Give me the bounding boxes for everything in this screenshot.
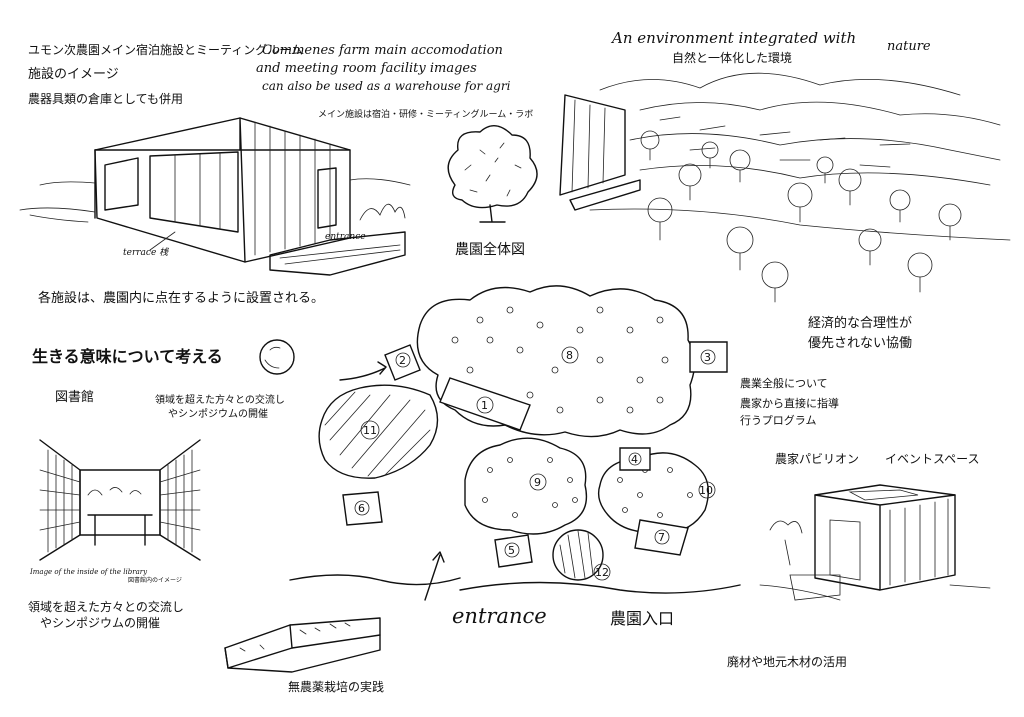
library-title: 図書館: [55, 390, 95, 405]
economic-line1: 経済的な合理性が: [808, 316, 913, 331]
entrance-jp: 農園入口: [610, 609, 675, 628]
agri-program-line3: 行うプログラム: [740, 414, 817, 427]
plan-label-12: 12: [595, 566, 609, 579]
symposium-bottom-line1: 領域を超えた方々との交流し: [28, 600, 184, 614]
accommodation-en-line2: and meeting room facility images: [256, 61, 477, 76]
plan-label-10: 10: [699, 484, 713, 497]
event-space-title: イベントスペース: [885, 452, 980, 466]
orchard-landscape-icon: [559, 72, 1011, 303]
agri-program-line2: 農家から直接に指導: [740, 397, 839, 410]
accommodation-en-line1: Commenes farm main accomodation: [262, 43, 503, 58]
accommodation-title-jp: ユモン次農園メイン宿泊施設とミーティングルーム: [28, 43, 303, 57]
north-arrow-icon: [424, 551, 445, 601]
library-caption-jp: 図書館内のイメージ: [128, 577, 182, 584]
warehouse-jp: 農器具類の倉庫としても併用: [28, 92, 184, 106]
organic-practice: 無農薬栽培の実践: [288, 680, 385, 694]
facility-image-jp: 施設のイメージ: [28, 67, 119, 82]
entrance-en: entrance: [452, 604, 547, 628]
timber-usage: 廃材や地元木材の活用: [727, 655, 848, 669]
plan-label-11: 11: [363, 424, 377, 437]
planter-box-icon: [224, 617, 381, 673]
symposium-bottom-line2: やシンポジウムの開催: [40, 616, 161, 630]
pavilion-title: 農家パビリオン: [775, 452, 860, 466]
plan-label-4: 4: [631, 453, 638, 466]
symposium-line1: 領域を超えた方々との交流し: [155, 395, 285, 406]
site-plan: 2 3 8 1 4 6 5 7 9 10 11 12: [289, 285, 741, 594]
library-caption-en: Image of the inside of the library: [30, 568, 148, 576]
building-sketch-icon: [19, 117, 411, 276]
plan-label-8: 8: [566, 349, 573, 362]
meaning-of-life: 生きる意味について考える: [32, 347, 223, 366]
pavilion-cube-icon: [759, 484, 991, 601]
terrace-label: terrace 桟: [123, 248, 169, 258]
accommodation-en-line3: can also be used as a warehouse for agri: [262, 79, 511, 93]
symposium-line2: やシンポジウムの開催: [168, 409, 268, 420]
plan-label-9: 9: [534, 476, 541, 489]
library-interior-icon: [39, 439, 201, 561]
plan-label-6: 6: [358, 502, 365, 515]
plan-label-7: 7: [658, 531, 665, 544]
entrance-sketch-label: entrance: [325, 232, 366, 242]
nature-en: nature: [887, 39, 931, 54]
agri-program-line1: 農業全般について: [740, 377, 828, 390]
main-facility-jp: メイン施設は宿泊・研修・ミーティングルーム・ラボ: [318, 110, 534, 120]
environment-en: An environment integrated with: [612, 29, 857, 47]
environment-jp: 自然と一体化した環境: [672, 51, 793, 65]
field-overview-title: 農園全体図: [455, 242, 525, 258]
sun-circle-icon: [259, 339, 295, 375]
plan-label-1: 1: [481, 399, 488, 412]
tree-sketch-icon: [447, 125, 538, 223]
economic-line2: 優先されない協働: [808, 336, 913, 351]
plan-label-2: 2: [399, 354, 406, 367]
facilities-scattered: 各施設は、農園内に点在するように設置される。: [38, 291, 325, 306]
plan-label-5: 5: [508, 544, 515, 557]
plan-label-3: 3: [704, 351, 711, 364]
